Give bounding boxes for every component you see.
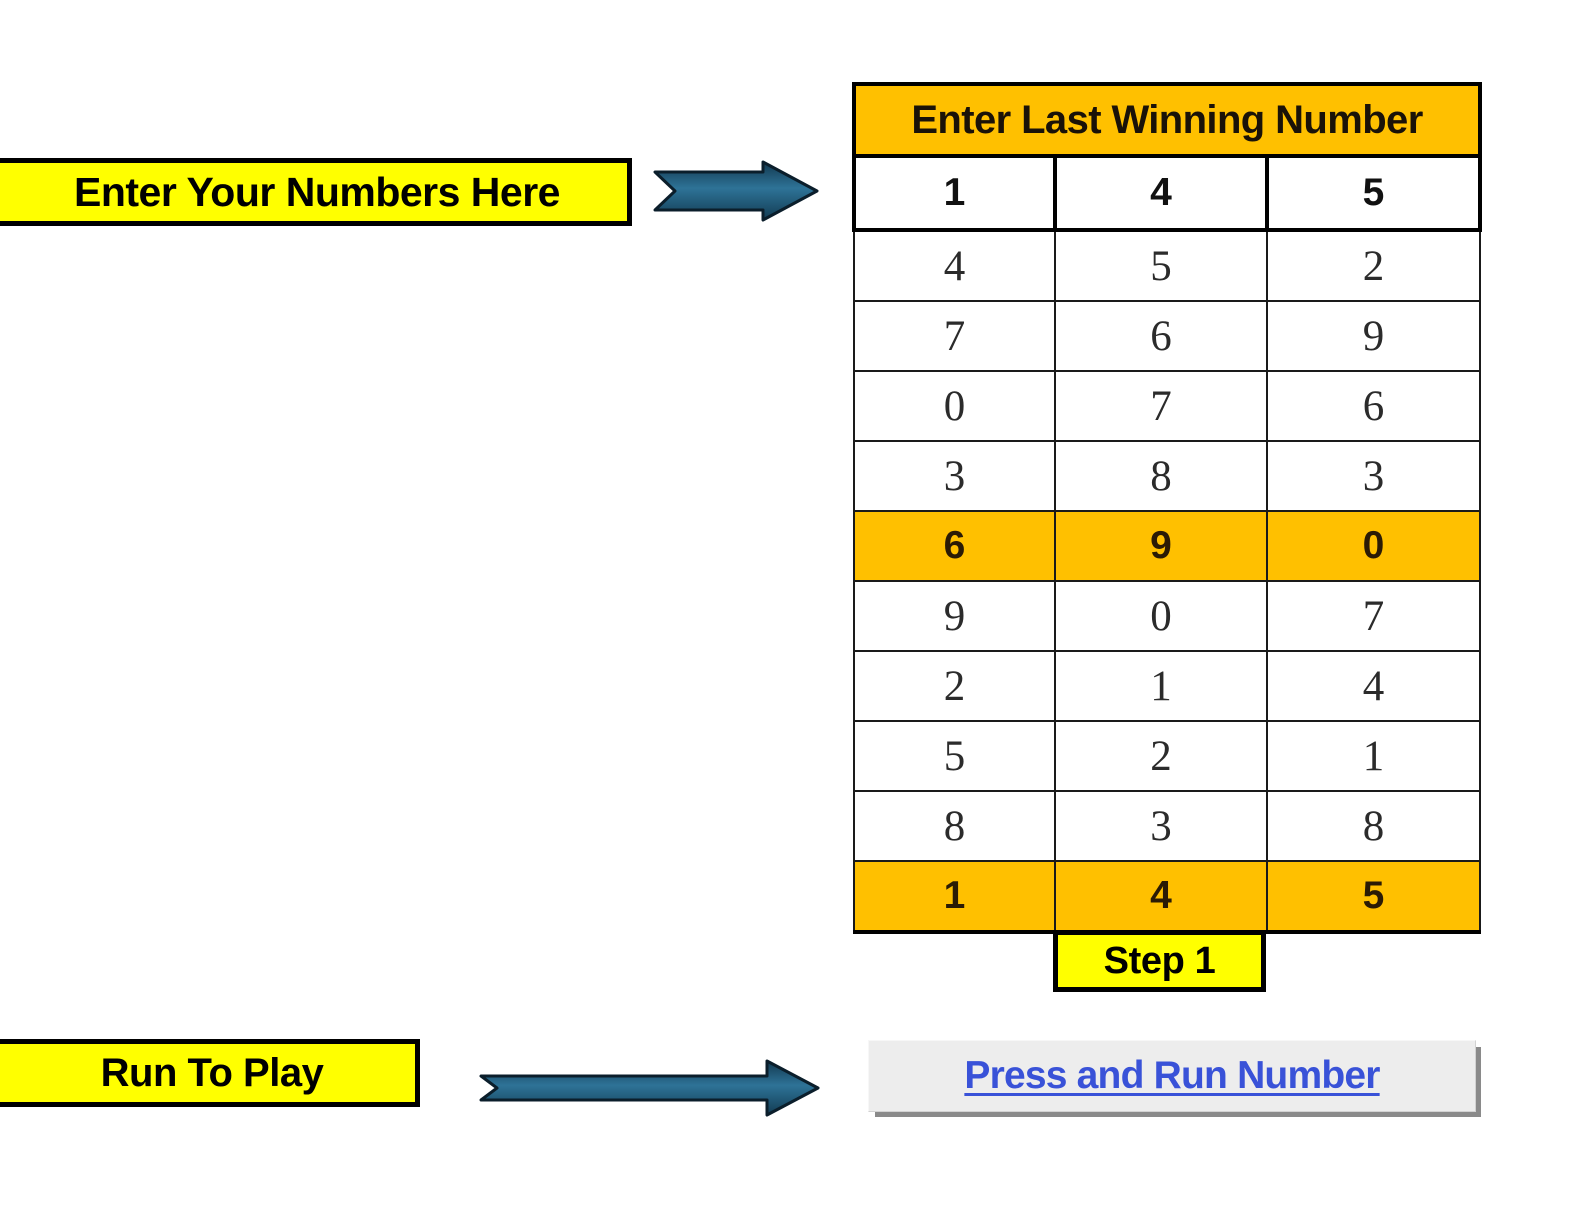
table-cell: 1 <box>853 860 1056 934</box>
press-and-run-number-label: Press and Run Number <box>964 1054 1380 1097</box>
table-cell: 9 <box>1054 510 1268 582</box>
table-cell: 8 <box>1054 440 1268 512</box>
enter-your-numbers-label: Enter Your Numbers Here <box>0 158 632 226</box>
table-header-row: Enter Last Winning Number <box>852 82 1482 158</box>
table-cell: 0 <box>1054 580 1268 652</box>
table-cell: 5 <box>1054 229 1268 302</box>
table-header-title: Enter Last Winning Number <box>852 82 1482 158</box>
table-cell: 6 <box>1266 370 1481 442</box>
table-cell: 3 <box>1054 790 1268 862</box>
table-cell: 2 <box>1266 229 1481 302</box>
table-cell: 9 <box>853 580 1056 652</box>
table-cell: 7 <box>1266 580 1481 652</box>
run-to-play-label: Run To Play <box>0 1039 420 1107</box>
run-to-play-text: Run To Play <box>100 1050 324 1095</box>
table-cell: 8 <box>853 790 1056 862</box>
table-cell: 6 <box>853 510 1056 582</box>
table-cell[interactable]: 1 <box>852 155 1057 232</box>
table-cell: 3 <box>853 440 1056 512</box>
table-cell: 5 <box>1266 860 1481 934</box>
table-cell: 1 <box>1266 720 1481 792</box>
press-and-run-number-button[interactable]: Press and Run Number <box>868 1040 1476 1112</box>
table-cell: 7 <box>853 300 1056 372</box>
table-cell: 7 <box>1054 370 1268 442</box>
table-cell: 4 <box>1266 650 1481 722</box>
table-cell: 4 <box>1054 860 1268 934</box>
table-cell: 1 <box>1054 650 1268 722</box>
step-1-text: Step 1 <box>1103 939 1216 982</box>
step-1-badge: Step 1 <box>1053 930 1266 992</box>
table-cell: 4 <box>853 229 1056 302</box>
table-cell: 6 <box>1054 300 1268 372</box>
table-cell: 0 <box>853 370 1056 442</box>
table-cell: 2 <box>1054 720 1268 792</box>
table-cell: 0 <box>1266 510 1481 582</box>
table-cell[interactable]: 4 <box>1053 155 1269 232</box>
right-arrow-icon-top <box>653 160 819 222</box>
right-arrow-icon-bottom <box>479 1059 820 1117</box>
table-cell: 2 <box>853 650 1056 722</box>
enter-your-numbers-text: Enter Your Numbers Here <box>74 168 560 215</box>
table-cell: 9 <box>1266 300 1481 372</box>
table-cell: 5 <box>853 720 1056 792</box>
table-cell[interactable]: 5 <box>1265 155 1482 232</box>
table-cell: 8 <box>1266 790 1481 862</box>
table-cell: 3 <box>1266 440 1481 512</box>
